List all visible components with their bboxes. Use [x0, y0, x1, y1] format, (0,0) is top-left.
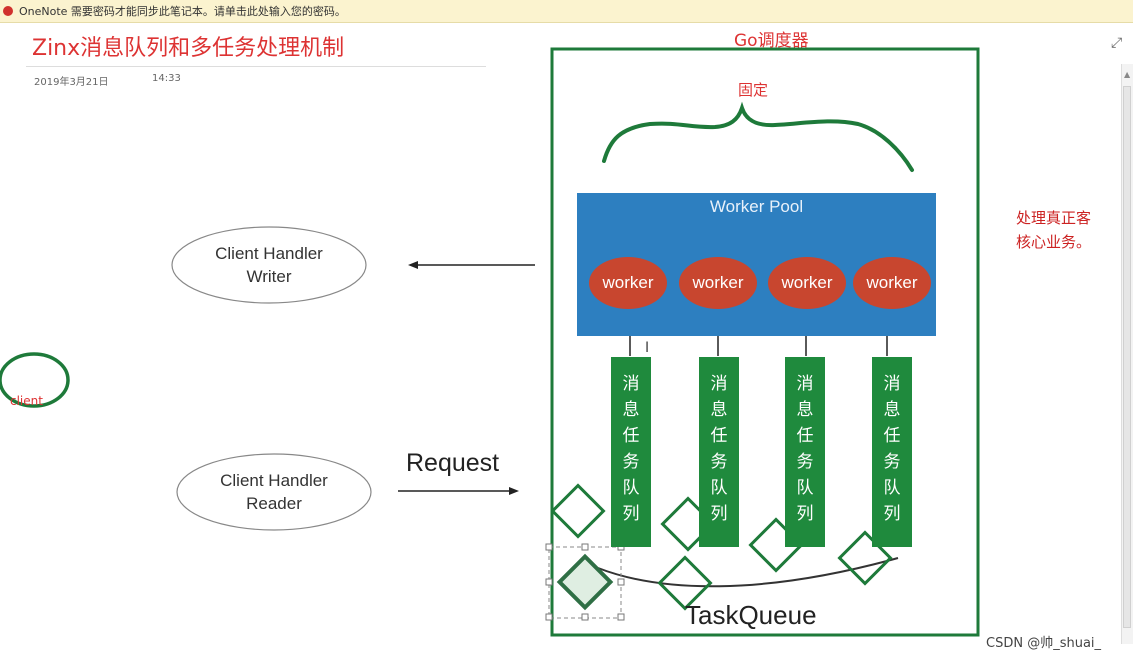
worker-pool-title: Worker Pool [709, 197, 804, 216]
selection-handles [545, 543, 625, 621]
text-cursor-icon: I [645, 340, 650, 356]
scroll-up-icon[interactable]: ▲ [1124, 70, 1131, 79]
taskqueue-label: TaskQueue [685, 600, 817, 630]
queue-4-label: 消息任务队列 [883, 374, 901, 524]
writer-label-line2: Writer [246, 267, 292, 286]
worker-pool[interactable]: Worker Pool worker worker worker worker [577, 193, 936, 336]
notification-bar[interactable]: OneNote 需要密码才能同步此笔记本。请单击此处输入您的密码。 [0, 0, 1133, 23]
worker-1[interactable]: worker [589, 257, 667, 309]
worker-4[interactable]: worker [853, 257, 931, 309]
worker-2[interactable]: worker [679, 257, 757, 309]
request-label: Request [406, 449, 500, 477]
client-label: client [10, 394, 43, 408]
error-icon [3, 6, 13, 16]
side-note-line1: 处理真正客 [1016, 209, 1092, 227]
reader-node[interactable]: Client Handler Reader [177, 469, 371, 515]
worker-3[interactable]: worker [768, 257, 846, 309]
scrollbar-thumb[interactable] [1123, 86, 1131, 628]
reader-ellipse [176, 453, 372, 531]
writer-arrow-head [408, 261, 418, 269]
message-queue-4[interactable]: 消息任务队列 [872, 357, 912, 547]
scheduler-frame [550, 47, 980, 637]
request-arrow-head [509, 487, 519, 495]
writer-ellipse [171, 226, 367, 304]
reader-label-line2: Reader [246, 494, 302, 513]
page-date: 2019年3月21日 [34, 77, 109, 88]
reader-label-line1: Client Handler [220, 471, 328, 490]
watermark: CSDN @帅_shuai_ [986, 636, 1102, 651]
scheduler-label: Go调度器 [734, 31, 809, 51]
fixed-label: 固定 [738, 81, 769, 99]
selected-diamond [556, 553, 614, 611]
page-title[interactable]: Zinx消息队列和多任务处理机制 [32, 36, 345, 61]
side-note-line2: 核心业务。 [1016, 233, 1092, 251]
side-note: 处理真正客 核心业务。 [1016, 206, 1121, 254]
taskqueue-curve [597, 557, 899, 588]
expand-icon[interactable]: ⤢ [1111, 35, 1123, 51]
message-queue-3[interactable]: 消息任务队列 [785, 357, 825, 547]
writer-label-line1: Client Handler [215, 244, 323, 263]
queue-2-label: 消息任务队列 [710, 374, 728, 524]
message-queue-1[interactable]: 消息任务队列 [611, 357, 651, 547]
writer-node[interactable]: Client Handler Writer [172, 242, 366, 288]
notification-text[interactable]: OneNote 需要密码才能同步此笔记本。请单击此处输入您的密码。 [19, 5, 346, 18]
curly-brace [602, 101, 914, 172]
message-queue-2[interactable]: 消息任务队列 [699, 357, 739, 547]
client-circle [0, 352, 70, 408]
title-divider [26, 66, 486, 67]
queue-3-label: 消息任务队列 [796, 374, 814, 524]
queue-1-label: 消息任务队列 [622, 374, 640, 524]
page-time: 14:33 [152, 73, 181, 84]
